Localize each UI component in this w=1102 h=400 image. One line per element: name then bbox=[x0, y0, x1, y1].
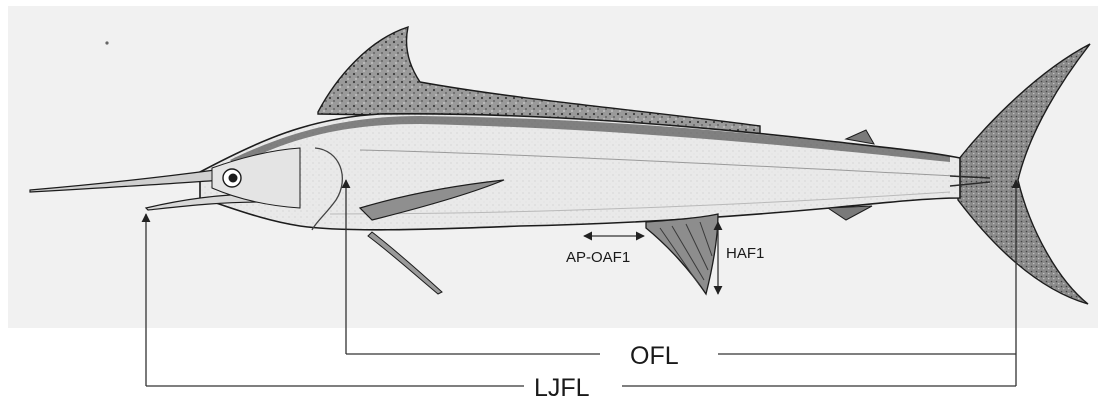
ljfl-label: LJFL bbox=[534, 374, 590, 400]
speck bbox=[105, 41, 108, 44]
haf1-label: HAF1 bbox=[726, 245, 764, 262]
ofl-label: OFL bbox=[630, 342, 679, 370]
ap-oaf1-label: AP-OAF1 bbox=[566, 249, 630, 266]
pupil bbox=[229, 174, 238, 183]
